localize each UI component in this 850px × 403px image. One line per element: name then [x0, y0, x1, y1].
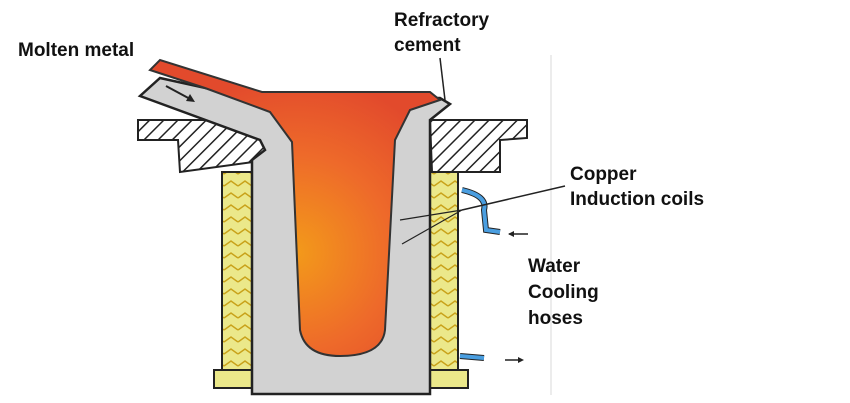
right-flange: [428, 119, 528, 173]
label-hoses: hoses: [528, 308, 583, 329]
right-coil-column: [427, 171, 459, 373]
water-in-arrowhead: [508, 231, 514, 237]
flow-arrow-head: [186, 94, 195, 102]
label-molten-metal: Molten metal: [18, 40, 135, 61]
label-refractory: Refractory: [394, 10, 490, 31]
label-cement: cement: [394, 35, 461, 56]
lower-hose: [459, 354, 485, 360]
upper-hose: [461, 188, 501, 234]
flow-arrow-line: [165, 85, 193, 101]
label-copper: Copper: [570, 164, 637, 185]
label-cooling: Cooling: [528, 282, 599, 303]
label-water: Water: [528, 256, 581, 277]
refractory-leader: [439, 57, 446, 101]
coil-leader-2: [399, 209, 463, 221]
water-out-arrowhead: [518, 357, 524, 363]
label-induction-coils: Induction coils: [570, 189, 705, 210]
coil-leader-1: [461, 185, 566, 211]
molten-metal-pour: [148, 58, 443, 358]
coil-leader-3: [401, 209, 463, 245]
left-coil-column: [221, 171, 253, 373]
